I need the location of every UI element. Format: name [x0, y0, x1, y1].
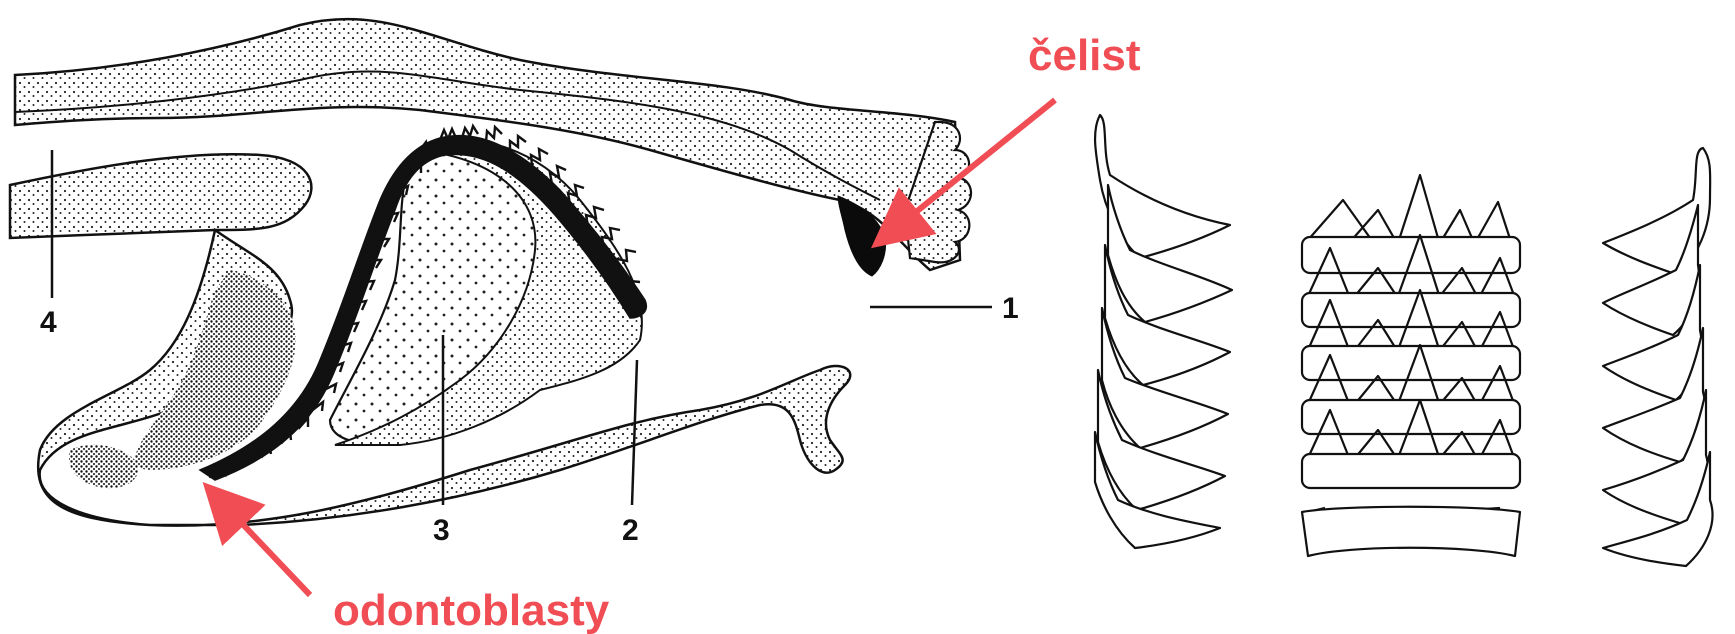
odontoblasty-arrow [215, 495, 310, 595]
odontoblast-spot [69, 445, 138, 488]
right-lateral-teeth [1603, 148, 1713, 566]
celist-label: čelist [1028, 31, 1141, 80]
rachidian-row [1302, 507, 1520, 556]
left-lateral-teeth [1095, 115, 1232, 548]
buccal-section-drawing: 4 3 2 1 [10, 19, 1019, 547]
label-2: 2 [622, 514, 639, 547]
central-rachidian-teeth [1302, 175, 1520, 556]
label-3: 3 [433, 514, 450, 547]
label-1: 1 [1002, 292, 1019, 325]
odontoblasty-label: odontoblasty [333, 586, 610, 634]
label-4: 4 [40, 306, 57, 339]
anterior-tissue [10, 154, 311, 238]
radula-teeth-rows [1095, 115, 1713, 566]
